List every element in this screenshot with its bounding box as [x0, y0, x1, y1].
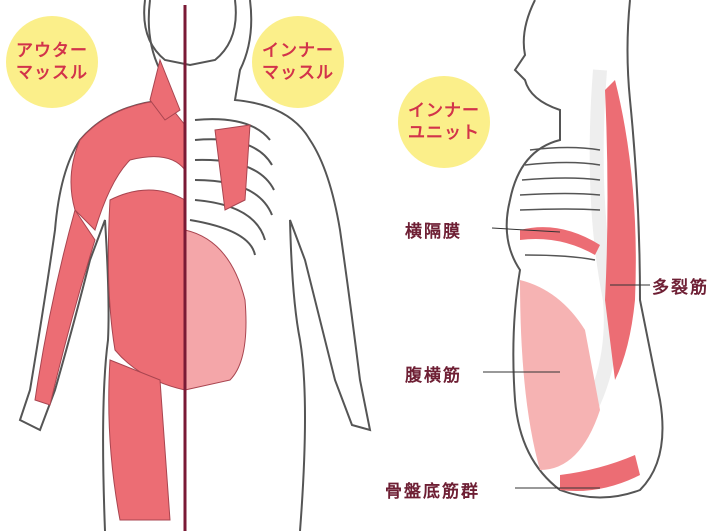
inner-badge-line2: マッスル: [262, 63, 334, 83]
label-transversus: 腹横筋: [405, 366, 462, 386]
label-multifidus: 多裂筋: [652, 278, 709, 298]
unit-badge-line2: ユニット: [408, 123, 480, 143]
outer-muscles: [34, 58, 186, 521]
inner-unit-badge: インナー ユニット: [398, 76, 490, 168]
inner-muscle-badge: インナー マッスル: [252, 16, 344, 108]
outer-badge-line1: アウター: [16, 41, 88, 61]
outer-badge-line2: マッスル: [16, 63, 88, 83]
multifidus-muscle: [605, 80, 636, 380]
leader-lines: [483, 227, 650, 489]
side-ribcage: [519, 146, 601, 261]
inner-badge-line1: インナー: [262, 41, 334, 61]
pelvic-floor-muscle: [560, 455, 640, 491]
outer-muscle-badge: アウター マッスル: [6, 16, 98, 108]
inner-muscles: [184, 124, 251, 391]
label-diaphragm: 横隔膜: [405, 222, 462, 242]
side-body-outline: [505, 0, 664, 499]
skull: [143, 0, 237, 67]
diaphragm-muscle: [520, 227, 600, 255]
label-pelvic-floor: 骨盤底筋群: [385, 482, 480, 502]
unit-badge-line1: インナー: [408, 101, 480, 121]
transversus-muscle: [520, 280, 600, 470]
